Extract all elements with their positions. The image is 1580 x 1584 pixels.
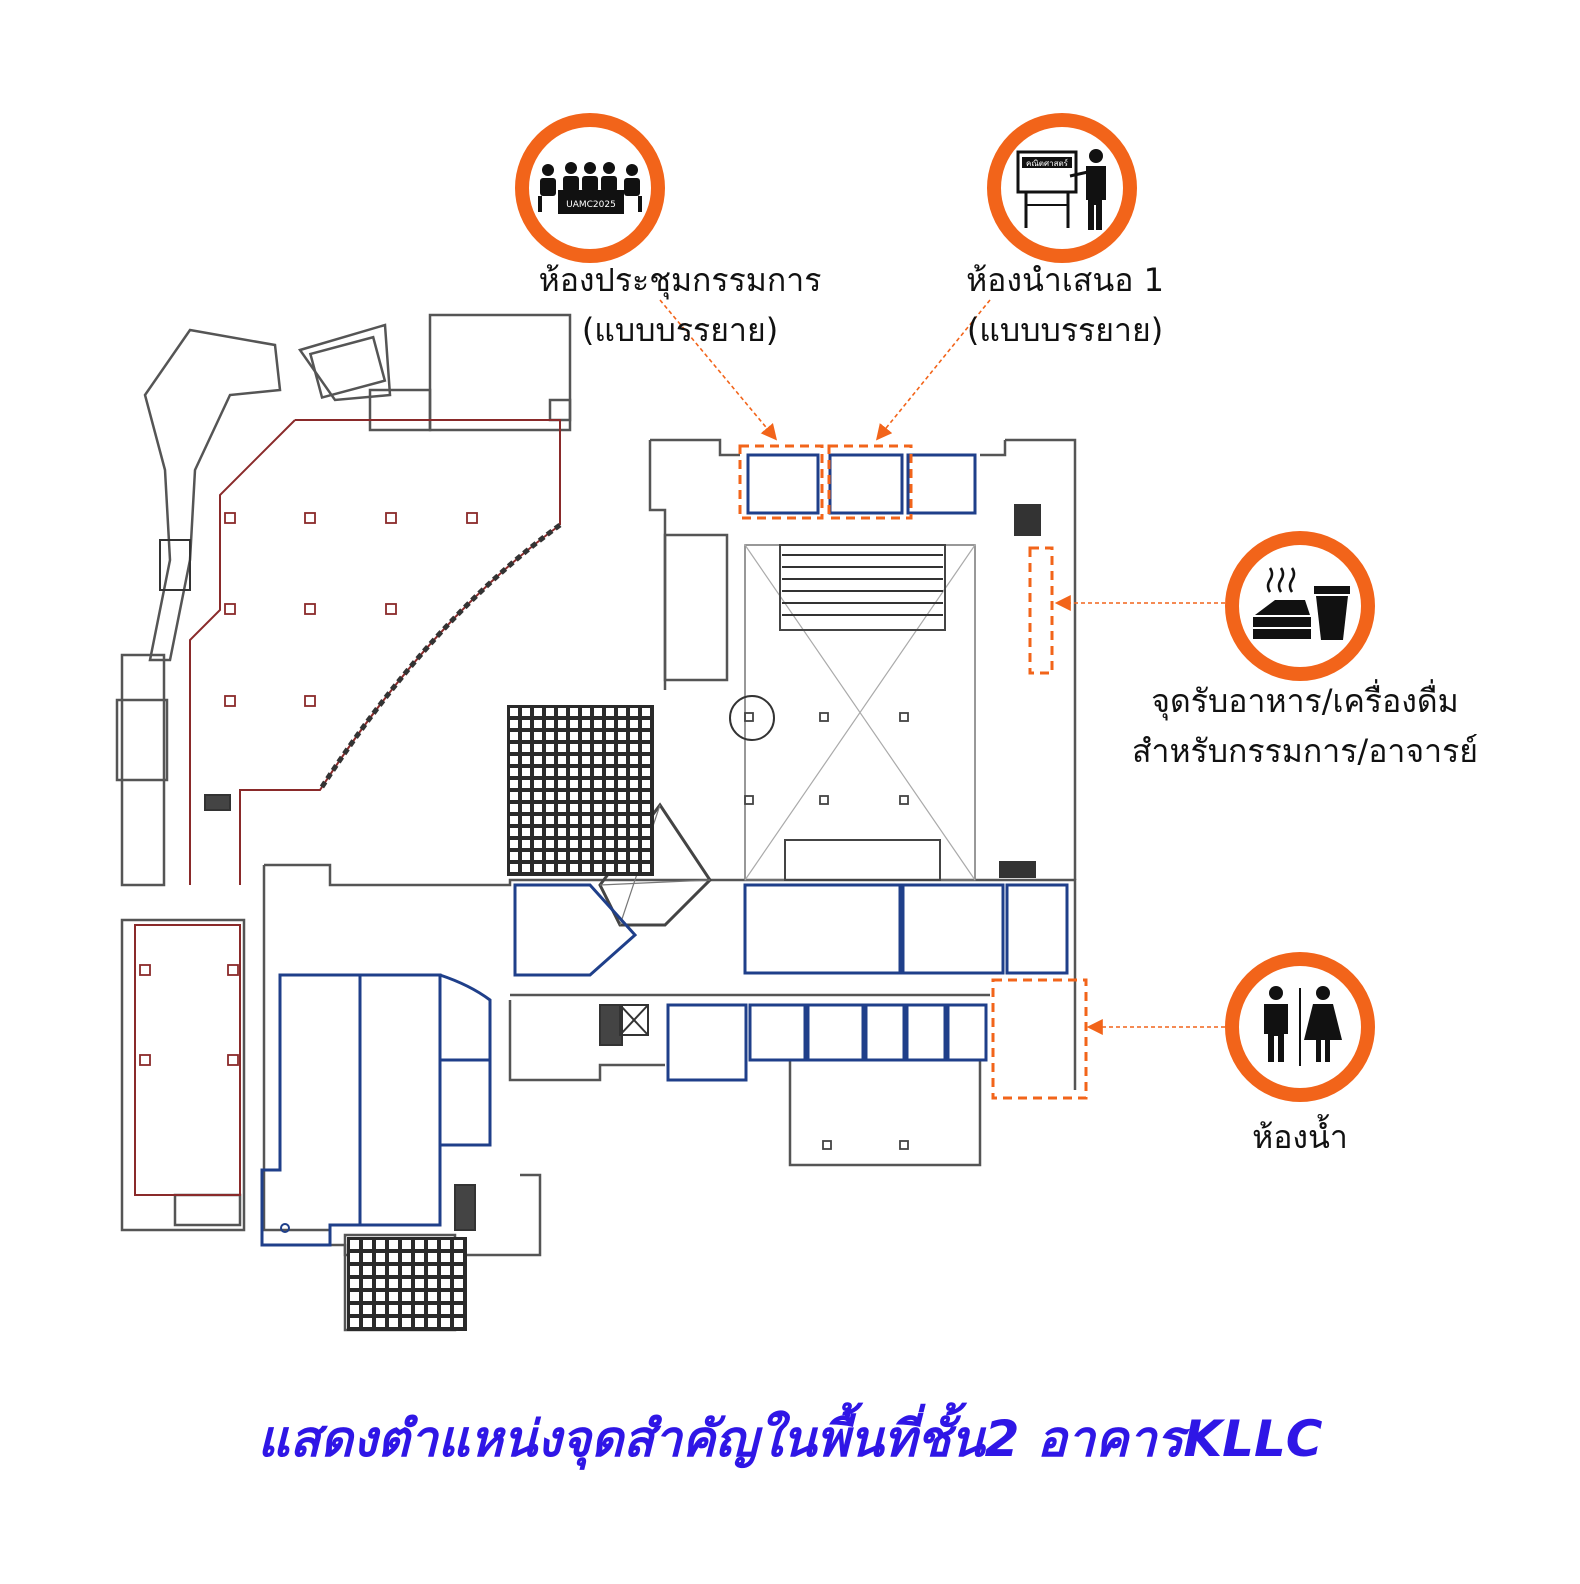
pointer-arrows [659,299,1225,1035]
meeting-icon-text: UAMC2025 [566,200,616,210]
arrow-presentation-room-1 [875,299,991,441]
restroom-icon [1225,952,1375,1102]
stair-hatches [159,504,1041,1231]
curved-wall [317,522,562,792]
grid-block-lower [347,1237,467,1331]
food-pickup-label: จุดรับอาหาร/เครื่องดื่ม สำหรับกรรมการ/อา… [1105,676,1505,776]
highlight-restroom [991,978,1088,1100]
board-icon-text: คณิตศาสตร์ [1026,158,1069,168]
presentation-room-label: ห้องนำเสนอ 1 (แบบบรรยาย) [900,255,1230,355]
highlight-committee-room [738,444,824,520]
hall-pillars [139,512,478,1066]
meeting-table-icon: UAMC2025 [515,113,665,263]
food-pickup-label-line2: สำหรับกรรมการ/อาจารย์ [1131,732,1479,770]
arrow-committee-room [659,299,778,441]
lift-box [619,1004,649,1036]
presentation-room-label-line2: (แบบบรรยาย) [966,311,1164,349]
grid-block-upper [507,705,654,876]
food-pickup-label-line1: จุดรับอาหาร/เครื่องดื่ม [1151,682,1459,720]
presenter-board-icon: คณิตศาสตร์ [987,113,1137,263]
committee-room-label: ห้องประชุมกรรมการ (แบบบรรยาย) [500,255,860,355]
highlight-presentation-room-1 [827,444,913,520]
spiral-stair [729,695,775,741]
presentation-room-label-line1: ห้องนำเสนอ 1 [966,261,1164,299]
highlight-food-pickup [1028,546,1054,675]
highlight-boxes [738,444,1088,1100]
map-title: แสดงตำแหน่งจุดสำคัญในพื้นที่ชั้น2 อาคารK… [257,1410,1323,1468]
large-hall-walls [134,419,561,1196]
blue-room-walls [260,453,1069,1247]
restroom-label-line1: ห้องน้ำ [1252,1118,1348,1156]
food-drink-icon [1225,531,1375,681]
committee-room-label-line2: (แบบบรรยาย) [581,311,779,349]
restroom-label: ห้องน้ำ [1200,1112,1400,1162]
atrium-pillars [744,712,909,1150]
floor-plan-walls [115,313,1077,1332]
committee-room-label-line1: ห้องประชุมกรรมการ [538,261,822,299]
